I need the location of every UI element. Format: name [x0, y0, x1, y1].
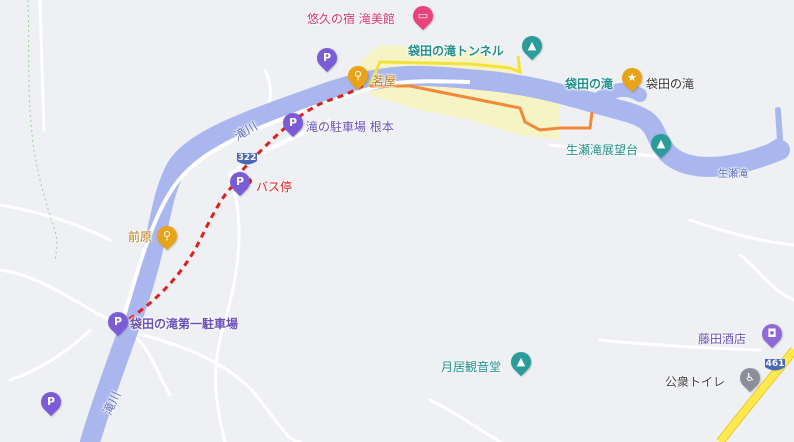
parking-nemoto-label[interactable]: 滝の駐車場 根本	[306, 120, 394, 134]
tunnel-pin[interactable]: ▲	[517, 31, 547, 61]
route-461-shield	[765, 359, 785, 371]
connector-road	[228, 118, 331, 177]
tunnel-label[interactable]: 袋田の滝トンネル	[408, 44, 504, 58]
route-461-road-fill	[717, 347, 794, 442]
parking-icon: P	[322, 51, 332, 64]
shopping-icon: ◘	[767, 327, 777, 340]
attraction-icon: ▲	[527, 39, 537, 52]
parking-icon: P	[46, 395, 56, 408]
route-322-number: 322	[237, 153, 257, 163]
attraction-icon: ▲	[516, 355, 526, 368]
parking-pin-first[interactable]: P	[103, 307, 133, 337]
toilet-icon: ♿	[745, 371, 755, 384]
hotel-icon: ▭	[417, 9, 429, 22]
route-yellow	[368, 55, 522, 86]
hotel-pin[interactable]: ▭	[408, 1, 438, 31]
walking-trail-upper	[233, 83, 366, 180]
saketen-pin[interactable]: ◘	[757, 319, 787, 349]
restaurant-meiya-label[interactable]: 茗屋	[372, 74, 397, 88]
riverside-road	[118, 79, 471, 331]
parking-pin-lower[interactable]: P	[36, 387, 66, 417]
restaurant-maehara-label[interactable]: 前原	[128, 230, 153, 244]
waterfall-secondary-label[interactable]: 袋田の滝	[646, 77, 695, 91]
river-label-namase: 生瀬滝	[718, 169, 748, 180]
restaurant-pin-maehara[interactable]: ⚲	[152, 221, 182, 251]
parking-icon: P	[113, 315, 123, 328]
waterfall-pin[interactable]: ★	[617, 63, 647, 93]
observatory-label[interactable]: 生瀬滝展望台	[566, 143, 639, 157]
route-322-shield	[237, 153, 257, 165]
parking-pin-bus[interactable]: P	[225, 167, 255, 197]
route-orange	[370, 84, 594, 132]
parking-pin-upper[interactable]: P	[312, 43, 342, 73]
toilet-label[interactable]: 公衆トイレ	[665, 375, 726, 389]
namase-stream	[677, 107, 784, 170]
parking-pin-nemoto[interactable]: P	[278, 108, 308, 138]
kannon-label[interactable]: 月居観音堂	[441, 360, 502, 374]
restaurant-pin-meiya[interactable]: ⚲	[343, 61, 373, 91]
waterfall-main-label[interactable]: 袋田の滝	[565, 77, 614, 91]
route-461-number: 461	[765, 359, 785, 369]
walking-trail-lower	[119, 178, 250, 327]
attraction-icon: ▲	[656, 137, 666, 150]
saketen-label[interactable]: 藤田酒店	[698, 332, 747, 346]
parking-icon: P	[288, 116, 298, 129]
restaurant-icon: ⚲	[353, 69, 363, 82]
parking-icon: P	[235, 175, 245, 188]
observatory-pin[interactable]: ▲	[646, 129, 676, 159]
toilet-pin[interactable]: ♿	[735, 363, 765, 393]
star-icon: ★	[627, 71, 637, 84]
hotel-label[interactable]: 悠久の宿 滝美館	[307, 12, 395, 26]
parking-first-label[interactable]: 袋田の滝第一駐車場	[130, 317, 239, 331]
kannon-pin[interactable]: ▲	[506, 347, 536, 377]
bus-stop-label[interactable]: バス停	[256, 180, 293, 194]
boundary-line	[27, 0, 58, 261]
river-branch	[583, 82, 647, 112]
restaurant-icon: ⚲	[162, 229, 172, 242]
